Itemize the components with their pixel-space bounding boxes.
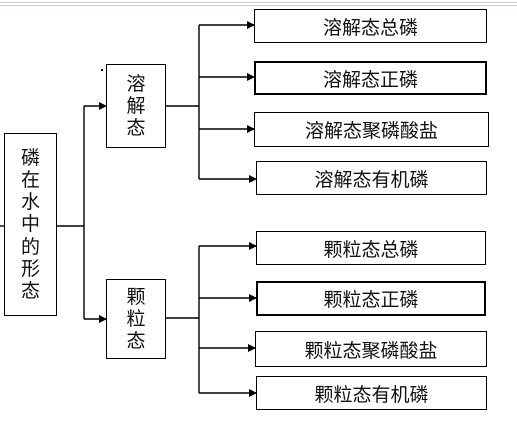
leaf-node-dissolved-total: 溶解态总磷 [254, 9, 487, 43]
vertical-label-char: 粒 [126, 307, 146, 330]
vertical-label-char: 磷 [20, 147, 40, 170]
vertical-label-char: 态 [126, 330, 146, 353]
leaf-node-label: 颗粒态聚磷酸盐 [304, 339, 438, 362]
branch-node-particulate-label: 颗粒态 [126, 286, 145, 352]
leaf-node-dissolved-organic: 溶解态有机磷 [256, 161, 487, 195]
branch-node-particulate: 颗粒态 [106, 279, 166, 359]
vertical-label-char: 在 [20, 169, 40, 192]
vertical-label-char: 颗 [126, 285, 146, 308]
vertical-label-char: 中 [20, 213, 40, 236]
leaf-node-label: 溶解态总磷 [322, 16, 418, 39]
root-node: 磷在水中的形态 [4, 133, 57, 316]
leaf-node-label: 颗粒态正磷 [323, 289, 419, 311]
branch-node-dissolved-label: 溶解态 [126, 73, 145, 139]
leaf-node-label: 溶解态有机磷 [314, 168, 429, 191]
top-rule [0, 2, 517, 3]
top-rule-2 [0, 5, 517, 6]
vertical-label-char: 形 [20, 257, 40, 280]
leaf-node-label: 溶解态聚磷酸盐 [304, 120, 438, 142]
vertical-label-char: 水 [20, 191, 40, 214]
vertical-label-char: 解 [126, 94, 146, 117]
leaf-node-particulate-polyphosphate: 颗粒态聚磷酸盐 [255, 331, 487, 367]
branch-node-dissolved: 溶解态 [106, 64, 166, 148]
vertical-label-char: 溶 [126, 72, 146, 95]
root-node-label: 磷在水中的形态 [21, 147, 40, 301]
vertical-label-char: 的 [20, 235, 40, 258]
vertical-label-char: 态 [126, 117, 146, 140]
leaf-node-dissolved-polyphosphate: 溶解态聚磷酸盐 [254, 112, 489, 147]
leaf-node-particulate-ortho: 颗粒态正磷 [256, 281, 486, 316]
vertical-label-char: 态 [20, 279, 40, 302]
leaf-node-particulate-total: 颗粒态总磷 [256, 231, 486, 265]
leaf-node-particulate-organic: 颗粒态有机磷 [256, 376, 487, 410]
leaf-node-label: 颗粒态有机磷 [314, 383, 429, 406]
leaf-node-dissolved-ortho: 溶解态正磷 [254, 61, 487, 95]
stray-dot [101, 69, 103, 71]
leaf-node-label: 颗粒态总磷 [323, 238, 419, 261]
leaf-node-label: 溶解态正磷 [322, 68, 418, 91]
